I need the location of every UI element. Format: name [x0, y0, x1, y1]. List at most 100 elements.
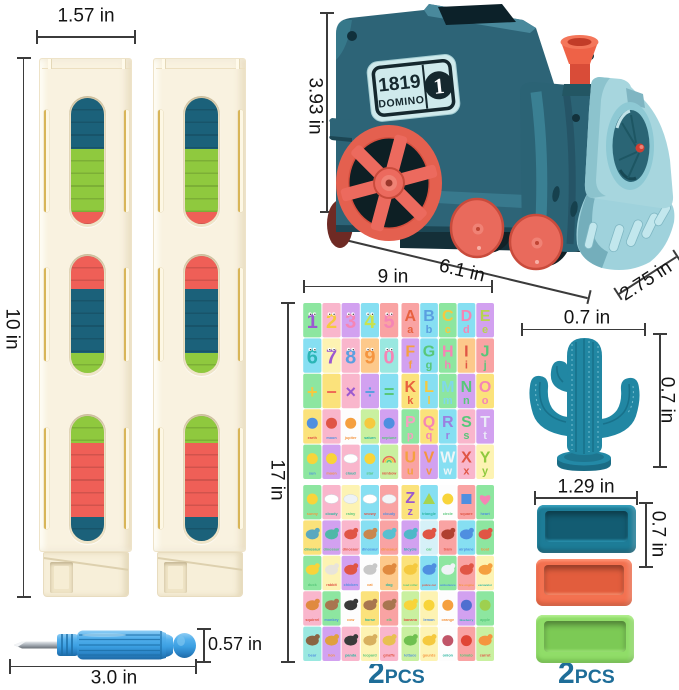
svg-text:cloudy: cloudy [325, 512, 338, 516]
svg-text:blueberry: blueberry [459, 618, 473, 622]
svg-text:a: a [407, 324, 414, 336]
svg-text:chicken: chicken [344, 583, 359, 587]
svg-text:excavator: excavator [478, 583, 493, 587]
svg-text:w: w [442, 466, 452, 478]
svg-text:2: 2 [326, 311, 337, 333]
svg-text:6: 6 [307, 346, 318, 368]
svg-text:dinosaur: dinosaur [362, 547, 379, 551]
svg-text:cloudy: cloudy [383, 512, 396, 516]
svg-text:÷: ÷ [365, 382, 375, 402]
svg-text:elk: elk [386, 618, 392, 622]
svg-text:f: f [408, 359, 412, 371]
svg-text:dinosaur: dinosaur [381, 547, 398, 551]
svg-text:rainy: rainy [346, 512, 356, 516]
svg-text:q: q [425, 430, 432, 442]
svg-text:onion: onion [442, 654, 453, 658]
svg-text:X: X [461, 450, 472, 467]
svg-text:panda: panda [345, 654, 357, 658]
svg-text:cloud: cloud [346, 472, 357, 476]
svg-text:×: × [345, 382, 356, 402]
svg-text:saturn: saturn [364, 436, 376, 440]
svg-text:earth: earth [308, 436, 318, 440]
svg-text:u: u [406, 466, 413, 478]
svg-text:dinosaur: dinosaur [304, 547, 321, 551]
svg-text:p: p [406, 430, 413, 442]
svg-text:A: A [404, 308, 416, 325]
svg-text:+: + [307, 382, 318, 402]
svg-text:=: = [384, 382, 395, 402]
svg-text:y: y [482, 466, 489, 478]
svg-text:leopard: leopard [363, 654, 377, 658]
svg-text:tomato: tomato [460, 654, 473, 658]
svg-text:banana: banana [403, 618, 417, 622]
svg-text:B: B [423, 308, 435, 325]
svg-text:8: 8 [345, 346, 356, 368]
svg-text:1: 1 [432, 73, 446, 99]
svg-text:dinosaur: dinosaur [343, 547, 360, 551]
svg-text:W: W [440, 450, 456, 467]
svg-text:v: v [425, 466, 432, 478]
svg-text:k: k [407, 395, 414, 407]
svg-text:boat: boat [481, 547, 490, 551]
svg-text:c: c [444, 324, 450, 336]
svg-text:7: 7 [326, 346, 337, 368]
svg-text:bear: bear [308, 654, 317, 658]
svg-text:cow: cow [347, 618, 354, 622]
svg-text:m: m [442, 395, 452, 407]
svg-text:sun: sun [309, 472, 316, 476]
svg-text:fire engine: fire engine [458, 583, 474, 587]
svg-text:F: F [405, 343, 415, 360]
svg-text:K: K [404, 379, 416, 396]
svg-text:lettuce: lettuce [404, 654, 416, 658]
svg-text:apple: apple [480, 618, 490, 622]
svg-text:rainbow: rainbow [382, 472, 397, 476]
svg-text:4: 4 [364, 311, 376, 333]
svg-text:R: R [442, 414, 454, 431]
svg-text:L: L [424, 379, 434, 396]
svg-text:star: star [366, 472, 373, 476]
svg-text:O: O [478, 379, 490, 396]
svg-text:moon: moon [326, 436, 337, 440]
svg-text:J: J [480, 343, 489, 360]
svg-text:carrot: carrot [479, 654, 490, 658]
svg-text:n: n [463, 395, 470, 407]
svg-text:S: S [461, 414, 472, 431]
svg-text:jupiter: jupiter [344, 436, 357, 440]
svg-text:H: H [442, 343, 454, 360]
svg-text:duck: duck [308, 583, 318, 587]
svg-text:M: M [441, 379, 454, 396]
svg-text:squirrel: squirrel [305, 618, 319, 622]
svg-text:l: l [427, 395, 430, 407]
svg-text:car: car [426, 547, 432, 551]
svg-text:horse: horse [365, 618, 375, 622]
svg-text:x: x [463, 466, 470, 478]
svg-text:DOMINO: DOMINO [378, 94, 425, 111]
svg-text:airplane: airplane [459, 547, 474, 551]
svg-text:Z: Z [405, 490, 415, 507]
svg-text:dinosaur: dinosaur [323, 547, 340, 551]
svg-text:triangle: triangle [422, 512, 436, 516]
svg-text:giraffe: giraffe [383, 654, 395, 658]
svg-text:cat: cat [367, 583, 373, 587]
svg-text:G: G [422, 343, 434, 360]
svg-text:s: s [463, 430, 469, 442]
svg-text:D: D [460, 308, 472, 325]
svg-text:t: t [483, 430, 487, 442]
svg-text:d: d [463, 324, 470, 336]
svg-text:0: 0 [384, 346, 395, 368]
svg-text:T: T [480, 414, 490, 431]
svg-text:square: square [460, 512, 472, 516]
svg-text:bicycle: bicycle [403, 547, 416, 551]
svg-text:z: z [407, 506, 413, 518]
svg-text:orange: orange [441, 618, 454, 622]
svg-text:j: j [482, 359, 486, 371]
svg-text:E: E [479, 308, 490, 325]
svg-text:−: − [326, 382, 337, 402]
svg-text:N: N [460, 379, 472, 396]
svg-text:moon: moon [326, 472, 337, 476]
svg-text:dog: dog [386, 583, 394, 587]
svg-text:sunny: sunny [307, 512, 319, 516]
svg-text:9: 9 [364, 346, 375, 368]
svg-text:train: train [443, 547, 452, 551]
svg-text:road roller: road roller [402, 583, 418, 587]
